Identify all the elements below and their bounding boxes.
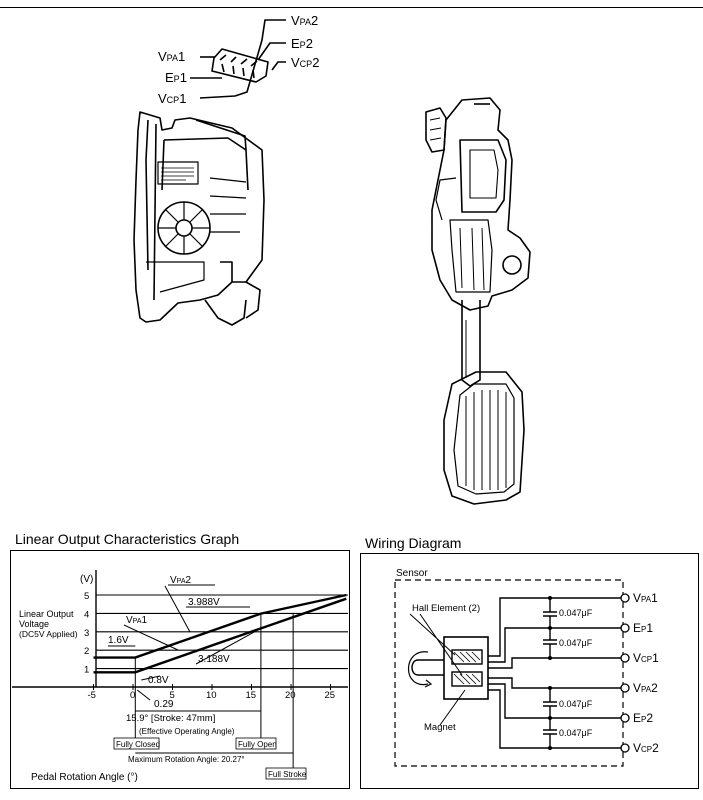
terminal-vpa2 [620,683,630,693]
annotation-effective-angle: (Effective Operating Angle) [139,727,235,736]
magnet-label: Magnet [424,722,456,733]
x-tick-label: -5 [88,690,96,701]
x-tick-label: 15 [246,690,257,701]
series-label-vpa2: VPA2 [170,575,192,586]
sensor-boundary [394,579,624,767]
leader-3188v [195,627,262,665]
terminal-label-vcp1: VCP1 [633,651,659,665]
x-tick-label: 5 [170,690,175,701]
y-label-line-2: Voltage [19,619,49,629]
capacitor-label-3: 0.047μF [559,699,593,709]
pin-label-vpa2: VPA2 [291,13,319,28]
leader-0-29 [136,689,151,701]
hall-element-label: Hall Element (2) [412,603,480,614]
pedal-assembly-illustration [425,97,531,505]
x-tick-label: 20 [285,690,296,701]
annotation-0-8v: 0.8V [148,675,169,686]
y-tick-label: 5 [84,591,89,602]
x-tick-label: 25 [325,690,336,701]
capacitor-label-2: 0.047μF [559,638,593,648]
y-unit-label: (V) [80,574,93,585]
terminal-vcp1 [620,653,630,663]
fully-closed-box [113,737,160,750]
sensor-label: Sensor [396,568,428,579]
terminal-vpa1 [620,593,630,603]
pin-label-ep2: EP2 [291,36,313,51]
series-line-vpa1 [93,597,347,674]
capacitor-label-4: 0.047μF [559,728,593,738]
series-label-vpa1: VPA1 [126,615,148,626]
wiring-title: Wiring Diagram [365,535,462,551]
terminal-ep2 [620,713,630,723]
annotation-0-29: 0.29 [154,699,174,710]
capacitor-label-1: 0.047μF [559,608,593,618]
pin-label-vpa1: VPA1 [158,49,186,64]
terminal-vcp2 [620,743,630,753]
graph-frame [10,550,350,789]
y-label-line-1: Linear Output [19,609,74,619]
terminal-label-ep1: EP1 [633,621,653,635]
wiring-frame [360,553,699,789]
fully-open-label: Fully Open [238,740,277,749]
terminal-label-vpa2: VPA2 [633,681,658,695]
sensor-body-illustration [133,19,286,326]
graph-title: Linear Output Characteristics Graph [15,531,240,547]
leader-0-8v [141,675,161,681]
pin-label-vcp1: VCP1 [158,91,187,106]
x-tick-label: 0 [130,690,135,701]
y-label-line-3: (DC5V Applied) [19,629,78,639]
full-stroke-label: Full Stroke [268,770,307,779]
fully-open-box [235,737,277,750]
y-tick-label: 3 [84,628,89,639]
wiring-diagram: Sensor Hall Element (2) Magnet [360,553,699,789]
leader-vpa2-vcp1 [199,19,286,99]
x-axis-label: Pedal Rotation Angle (°) [31,772,138,783]
leader-vpa1 [123,624,179,651]
top-rule [0,7,703,8]
terminal-label-vpa1: VPA1 [633,591,658,605]
annotation-max-rotation: Maximum Rotation Angle: 20.27° [128,755,245,764]
y-tick-label: 4 [84,609,89,620]
terminal-ep1 [620,623,630,633]
series-line-vpa2 [93,593,347,659]
linear-output-graph: 1 2 3 4 5 -5 0 5 10 15 20 25 (V) Linear Output Volt… [10,550,350,789]
annotation-3188v: 3.188V [198,654,230,665]
y-tick-label: 2 [84,646,89,657]
x-tick-label: 10 [206,690,217,701]
terminal-label-ep2: EP2 [633,711,653,725]
leader-vpa2-curve [164,585,191,633]
fully-closed-label: Fully Closed [116,740,160,749]
annotation-1-6v: 1.6V [108,635,129,646]
y-tick-label: 1 [84,665,89,676]
pin-label-ep1: EP1 [165,70,187,85]
pin-label-vcp2: VCP2 [291,55,320,70]
terminal-label-vcp2: VCP2 [633,741,659,755]
annotation-stroke: 15.9° [Stroke: 47mm] [126,713,215,724]
full-stroke-box [265,767,307,780]
annotation-3988v: 3.988V [188,597,220,608]
